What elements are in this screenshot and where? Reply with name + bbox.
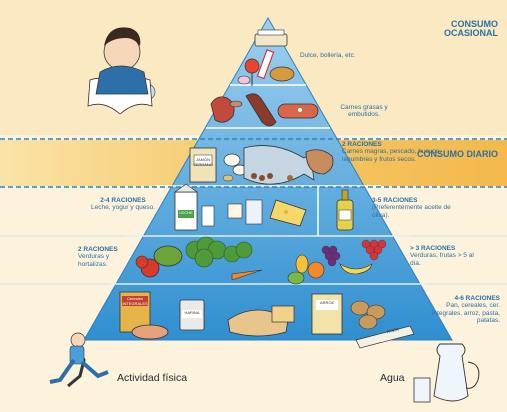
label-dairy: 2-4 RACIONES Leche, yogur y queso.	[86, 197, 160, 212]
label-fatty-meats: Carnes grasas y embutidos.	[324, 104, 404, 119]
footer-activity-label: Actividad física	[117, 372, 187, 384]
label-olive-oil: 3-5 RACIONES (Preferentemente aceite de …	[372, 197, 458, 219]
label-proteins: 2 RACIONES Carnes magras, pescado, huevo…	[342, 141, 462, 163]
label-vegetables: 2 RACIONES Verduras y hortalizas.	[78, 246, 134, 268]
label-sweets: Dulce, bollería, etc.	[300, 52, 362, 59]
band-label-occasional: CONSUMO OCASIONAL	[416, 20, 498, 39]
label-fruits: > 3 RACIONES Verduras, frutas > 5 al día…	[410, 245, 484, 267]
package-arroz: ARROZ	[313, 301, 341, 306]
package-cereales: Cereales INTEGRALES	[121, 297, 149, 306]
package-jamon: JAMÓN SERRANO	[190, 158, 216, 167]
label-grains: 4-6 RACIONES Pan, cereales, cer. integra…	[424, 295, 500, 325]
footer-water-label: Agua	[380, 372, 405, 384]
package-leche: LECHE	[177, 211, 195, 216]
package-harina: HARINA	[181, 311, 203, 316]
